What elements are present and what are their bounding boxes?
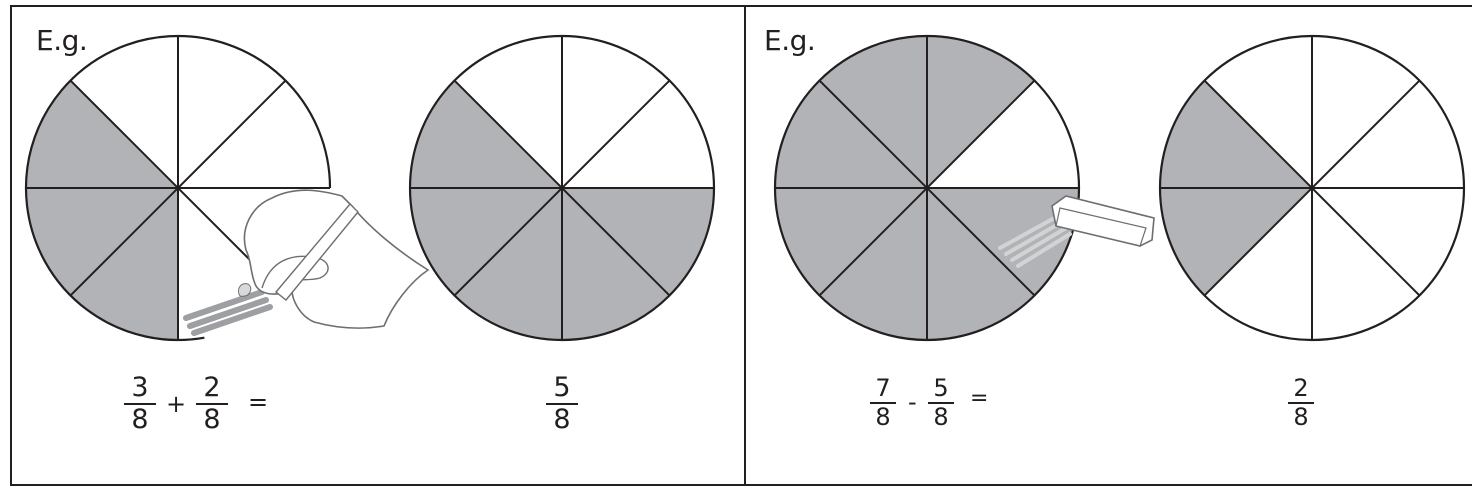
circle-sector [927, 188, 1035, 340]
circle-sector [775, 80, 927, 188]
result-two-eighths: 2 8 [1288, 376, 1314, 429]
numerator: 7 [875, 374, 891, 402]
fraction-bar [124, 403, 156, 405]
eraser-stroke [1016, 232, 1072, 268]
circle-sector [562, 188, 670, 340]
fraction-bar [870, 402, 896, 404]
denominator: 8 [203, 404, 221, 435]
circle-two-eighths [1158, 34, 1466, 342]
eraser-stroke [998, 214, 1060, 250]
hand-illustration [243, 189, 430, 329]
circle-sector [819, 188, 927, 340]
pencil-stroke [191, 304, 273, 336]
numerator: 2 [1293, 374, 1309, 402]
result-five-eighths: 5 8 [546, 374, 578, 433]
eraser-edge [1055, 207, 1147, 247]
fraction-bar [1288, 402, 1314, 404]
subtraction-panel [744, 5, 1472, 486]
denominator: 8 [553, 404, 571, 435]
circle-sector [410, 80, 562, 188]
circle-seven-eighths [773, 34, 1081, 342]
equals-sign: = [248, 388, 269, 416]
pencil-stroke [187, 297, 269, 329]
circle-sector [26, 80, 178, 188]
example-label: E.g. [764, 24, 816, 57]
circle-division-line [818, 79, 1036, 297]
denominator: 8 [131, 404, 149, 435]
example-label: E.g. [36, 24, 88, 57]
equals-sign: = [970, 386, 989, 411]
fraction-five-eighths: 5 8 [928, 376, 954, 429]
circle-three-eighths [24, 34, 332, 342]
circle-sector [927, 188, 1079, 296]
fraction-three-eighths: 3 8 [124, 374, 156, 433]
denominator: 8 [1293, 403, 1309, 431]
circle-sector [1159, 188, 1312, 296]
circle-sector [819, 36, 927, 188]
circle-sector [562, 188, 714, 296]
plus-sign: + [166, 390, 187, 418]
pencil-icon [275, 202, 359, 301]
fraction-bar [928, 402, 954, 404]
fraction-seven-eighths: 7 8 [870, 376, 896, 429]
numerator: 5 [933, 374, 949, 402]
circle-sector [26, 188, 178, 296]
eraser-stroke [1010, 226, 1068, 262]
numerator: 5 [553, 372, 571, 403]
circle-division-line [453, 79, 671, 297]
fraction-two-eighths: 2 8 [196, 374, 228, 433]
thumb-tip [237, 283, 252, 297]
denominator: 8 [875, 403, 891, 431]
circle-division-line [1203, 79, 1421, 297]
eraser-stroke [1004, 220, 1064, 256]
fraction-bar [546, 403, 578, 405]
circle-sector [410, 188, 562, 296]
circle-sector [70, 188, 178, 340]
circle-sector [454, 188, 562, 340]
circle-five-eighths [408, 34, 716, 342]
fraction-bar [196, 403, 228, 405]
pencil-stroke [183, 289, 265, 321]
minus-sign: - [908, 388, 917, 416]
numerator: 2 [203, 372, 221, 403]
circle-sector [927, 36, 1035, 188]
denominator: 8 [933, 403, 949, 431]
numerator: 3 [131, 372, 149, 403]
circle-sector [1159, 80, 1312, 188]
circle-sector [775, 188, 927, 296]
